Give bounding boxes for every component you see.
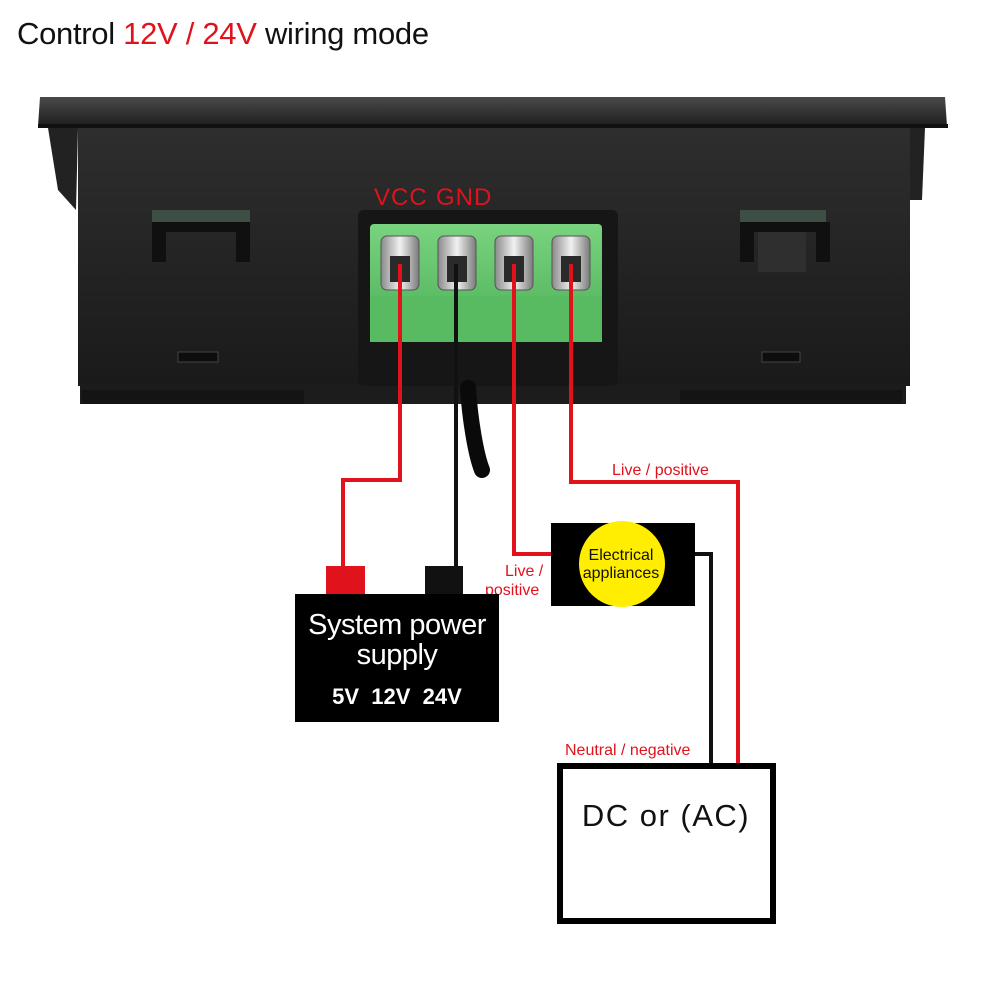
device-bottom-right-foot <box>680 390 902 404</box>
right-mounting-slot <box>740 210 830 363</box>
power-supply-title-2: supply <box>357 639 439 671</box>
relay-no-wire <box>569 264 740 764</box>
neutral-negative-label: Neutral / negative <box>565 742 691 759</box>
live-positive-top-label: Live / positive <box>612 462 709 479</box>
vcc-wire <box>341 264 402 568</box>
wires <box>341 264 740 764</box>
live-positive-left-label-1: Live / <box>505 563 544 580</box>
negative-terminal <box>425 566 463 594</box>
controller-device <box>38 97 948 478</box>
appliance-circle <box>579 521 665 607</box>
device-flange-edge <box>38 124 948 128</box>
appliance-label-2: appliances <box>583 565 660 582</box>
power-supply-voltages: 5V 12V 24V <box>332 684 462 709</box>
gnd-label: GND <box>436 184 492 211</box>
source-label: DC or (AC) <box>582 798 750 833</box>
title-voltage: 12V / 24V <box>123 16 257 51</box>
system-power-supply: System power supply 5V 12V 24V <box>295 566 499 722</box>
electrical-appliances: Electrical appliances <box>551 521 695 607</box>
vcc-label: VCC <box>374 184 428 211</box>
positive-terminal <box>326 566 365 594</box>
appliance-label-1: Electrical <box>589 547 654 564</box>
terminal-block <box>370 224 602 342</box>
dc-ac-source: DC or (AC) <box>557 763 776 924</box>
device-left-clip <box>48 128 78 210</box>
title-suffix: wiring mode <box>256 16 429 51</box>
device-top-flange <box>38 97 947 126</box>
sensor-cable <box>460 380 490 478</box>
diagram-title: Control 12V / 24V wiring mode <box>17 16 429 52</box>
neutral-wire <box>694 552 713 764</box>
source-box <box>557 763 776 924</box>
relay-common-wire <box>512 264 552 556</box>
left-mounting-slot <box>152 210 250 363</box>
power-supply-box <box>295 594 499 722</box>
power-supply-title-1: System power <box>308 609 487 641</box>
device-bottom-left-foot <box>82 390 304 404</box>
title-prefix: Control <box>17 16 124 51</box>
